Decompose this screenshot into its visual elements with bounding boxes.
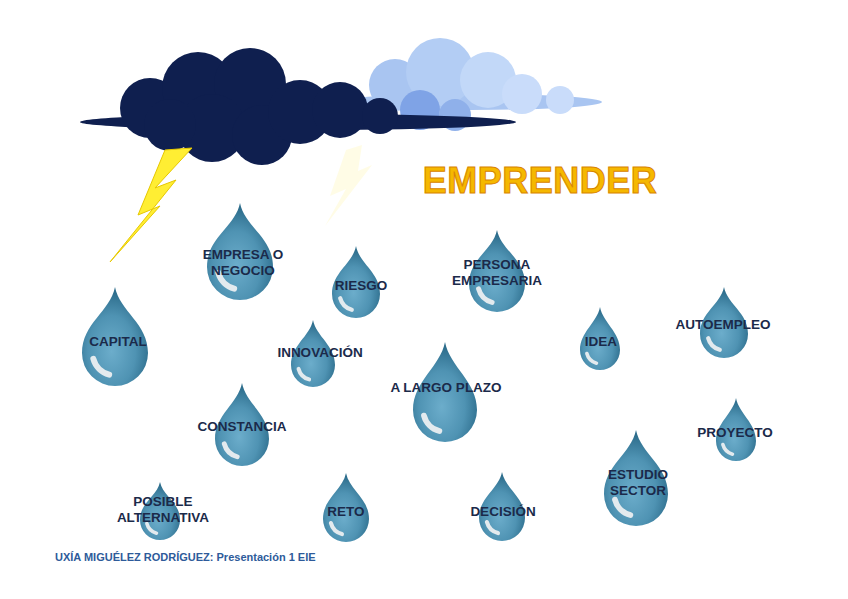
raindrop-node: DECISIÓN <box>479 472 525 541</box>
raindrop-highlight <box>587 354 597 364</box>
raindrop-node: PROYECTO <box>716 398 756 461</box>
drop-label: ESTUDIO SECTOR <box>602 467 674 499</box>
faint-lightning-bolt <box>325 145 372 226</box>
raindrop-node: INNOVACIÓN <box>291 320 335 387</box>
raindrop-node: CONSTANCIA <box>215 383 269 466</box>
raindrop-node: CAPITAL <box>82 287 148 386</box>
raindrop-node: RETO <box>323 473 369 542</box>
drop-label: RIESGO <box>335 278 388 294</box>
raindrop-highlight <box>93 359 109 375</box>
lightning-bolt <box>110 148 192 262</box>
drop-label: DECISIÓN <box>470 504 535 520</box>
drop-label: EMPRESA O NEGOCIO <box>197 247 289 279</box>
raindrop-node: A LARGO PLAZO <box>413 342 477 442</box>
raindrop-node: POSIBLE ALTERNATIVA <box>140 482 180 540</box>
raindrop-highlight <box>331 523 342 534</box>
drop-label: PROYECTO <box>697 425 773 441</box>
raindrop-node: IDEA <box>580 307 620 370</box>
raindrop-highlight <box>708 338 720 350</box>
raindrop-highlight <box>723 445 733 455</box>
raindrop-node: ESTUDIO SECTOR <box>604 430 668 526</box>
drop-label: AUTOEMPLEO <box>676 317 771 333</box>
drop-label: RETO <box>327 504 364 520</box>
raindrop-body <box>580 307 620 370</box>
raindrop-highlight <box>479 289 492 302</box>
drop-label: PERSONA EMPRESARIA <box>447 257 547 289</box>
raindrop-node: RIESGO <box>332 246 380 318</box>
caption-text: UXÍA MIGUÉLEZ RODRÍGUEZ: Presentación 1 … <box>55 551 316 563</box>
drop-label: A LARGO PLAZO <box>390 380 501 396</box>
raindrop-body <box>323 473 369 542</box>
drop-label: IDEA <box>585 334 617 350</box>
raindrop-highlight <box>224 444 237 457</box>
raindrop-highlight <box>424 416 439 431</box>
drop-label: POSIBLE ALTERNATIVA <box>111 494 215 526</box>
raindrop-node: AUTOEMPLEO <box>700 287 748 358</box>
raindrop-body <box>82 287 148 386</box>
raindrop-highlight <box>615 500 630 515</box>
dark-cloud <box>80 48 516 165</box>
raindrop-node: EMPRESA O NEGOCIO <box>207 203 273 300</box>
drop-label: CONSTANCIA <box>198 419 287 435</box>
raindrop-node: PERSONA EMPRESARIA <box>469 230 525 312</box>
raindrop-highlight <box>299 369 310 380</box>
drop-label: INNOVACIÓN <box>277 345 362 361</box>
drop-label: CAPITAL <box>89 334 147 350</box>
raindrop-highlight <box>340 298 352 310</box>
raindrop-highlight <box>487 522 498 533</box>
title-text: EMPRENDER <box>423 160 658 202</box>
